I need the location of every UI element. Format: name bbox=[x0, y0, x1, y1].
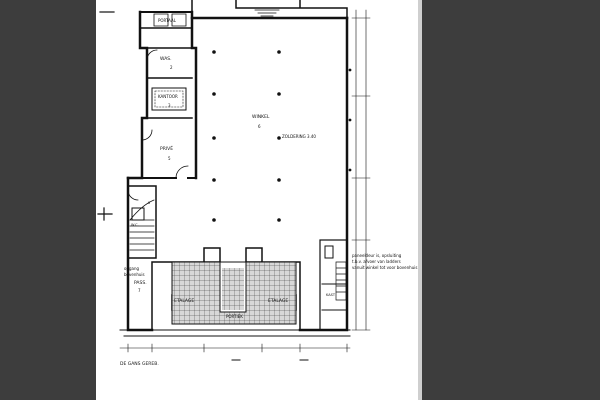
label-street: DE GANS GEREB. bbox=[120, 361, 159, 367]
top-stairs bbox=[251, 7, 283, 17]
dimension-ticks-bottom bbox=[127, 343, 348, 353]
right-staircase bbox=[335, 261, 347, 301]
column bbox=[348, 168, 352, 172]
label-etalage-left: ETALAGE bbox=[174, 298, 194, 304]
outer-wall-right bbox=[298, 16, 349, 332]
column bbox=[348, 68, 352, 72]
number-wc: 8 bbox=[148, 201, 150, 205]
number-kantoor: 3 bbox=[168, 103, 171, 108]
dimension-ticks-right bbox=[351, 17, 371, 331]
door-arc-1 bbox=[175, 165, 189, 179]
toilet-bowl bbox=[324, 245, 334, 259]
door-arc-4 bbox=[127, 189, 139, 201]
note-line-1: paneeldeur is, opsluiting bbox=[352, 253, 402, 258]
door-arc-3 bbox=[141, 129, 153, 141]
column bbox=[277, 50, 281, 54]
right-window-pillar bbox=[245, 247, 263, 263]
wc-box bbox=[131, 207, 145, 221]
number-was: 2 bbox=[170, 65, 173, 70]
number-winkel: 6 bbox=[258, 124, 261, 129]
top-small-rooms bbox=[153, 13, 187, 27]
column bbox=[212, 178, 216, 182]
label-portaal: PORTAAL bbox=[158, 18, 177, 23]
right-service-room bbox=[319, 239, 348, 331]
number-prive: 5 bbox=[168, 156, 171, 161]
kantoor-desk-inner bbox=[154, 90, 184, 108]
column bbox=[212, 218, 216, 222]
column bbox=[277, 218, 281, 222]
label-was: WAS. bbox=[160, 56, 172, 62]
note-line-2: t.b.v. afvoer van ladders bbox=[352, 259, 401, 264]
portiek-entrance-tiles bbox=[222, 268, 244, 310]
label-opgang-1: opgang bbox=[124, 266, 140, 271]
label-prive: PRIVÉ bbox=[160, 144, 173, 152]
column bbox=[277, 136, 281, 140]
stair-curve bbox=[129, 199, 155, 221]
front-base-line bbox=[119, 329, 351, 337]
label-kantoor: KANTOOR bbox=[158, 94, 178, 99]
label-winkel: WINKEL bbox=[252, 114, 270, 120]
top-rooms-outline bbox=[191, 0, 348, 19]
column bbox=[212, 92, 216, 96]
left-window-pillar bbox=[203, 247, 221, 263]
stair-box bbox=[127, 185, 157, 259]
drawing-sheet bbox=[96, 0, 418, 400]
section-marker-left bbox=[97, 207, 113, 221]
annex-wall-left bbox=[126, 10, 149, 180]
annex-wall-right bbox=[190, 10, 198, 180]
label-kast: KAST bbox=[326, 293, 336, 297]
note-line-3: vanuit winkel tot voor bovenhuis bbox=[352, 265, 417, 270]
sheet-edge-shadow bbox=[418, 0, 422, 400]
kantoor-desk bbox=[151, 87, 187, 111]
label-wc: W.C. bbox=[131, 223, 139, 227]
columns bbox=[212, 50, 352, 222]
column bbox=[277, 92, 281, 96]
label-etalage-right: ETALAGE bbox=[268, 298, 288, 304]
column bbox=[348, 118, 352, 122]
label-pass: PASS. bbox=[134, 280, 147, 286]
number-pass: 7 bbox=[138, 288, 141, 293]
column bbox=[212, 136, 216, 140]
label-opgang-2: bovenhuis bbox=[124, 272, 145, 277]
column bbox=[212, 50, 216, 54]
label-portiek: PORTIEK bbox=[226, 314, 243, 319]
right-closet bbox=[321, 283, 347, 311]
label-zoldering: ZOLDERING 3.40 bbox=[282, 134, 316, 139]
column bbox=[277, 178, 281, 182]
door-arc-2 bbox=[146, 49, 158, 61]
